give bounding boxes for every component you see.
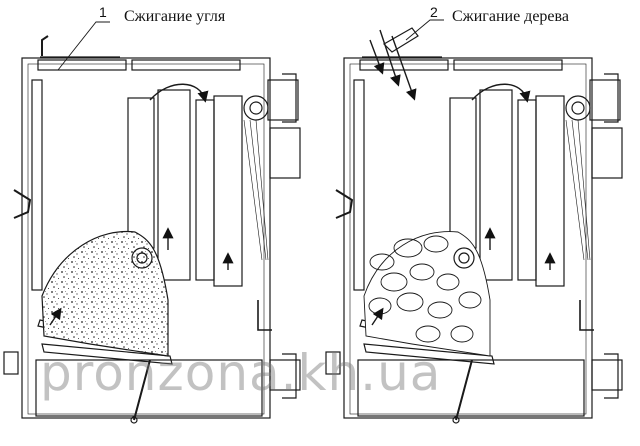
coal-boiler: [3, 21, 301, 424]
wood-front-door: [353, 79, 365, 291]
wood-chimney-outlet: [565, 95, 591, 121]
watermark-text: pronzona.kh.ua: [40, 344, 442, 402]
right-callout-number: 2: [430, 4, 438, 20]
coal-top-loading-door: [37, 59, 127, 71]
coal-chimney-outlet: [243, 95, 269, 121]
left-caption: Сжигание угля: [124, 8, 226, 25]
left-callout-number: 1: [99, 4, 107, 20]
wood-draft-knob: [325, 351, 341, 375]
coal-nozzle: [131, 247, 153, 269]
coal-flue-channel: [127, 97, 155, 249]
wood-fuel-heap: [363, 231, 491, 357]
coal-boiler-casing: [21, 57, 271, 419]
right-caption: Сжигание дерева: [452, 8, 569, 25]
wood-boiler: [325, 19, 623, 424]
coal-draft-knob: [3, 351, 19, 375]
wood-boiler-casing: [343, 57, 593, 419]
wood-nozzle: [453, 247, 475, 269]
wood-grate: [363, 343, 495, 365]
coal-grate: [41, 343, 173, 365]
coal-front-door: [31, 79, 43, 291]
coal-fuel-heap: [41, 230, 169, 357]
wood-open-lid: [383, 27, 419, 53]
wood-flue-channel: [449, 97, 477, 249]
